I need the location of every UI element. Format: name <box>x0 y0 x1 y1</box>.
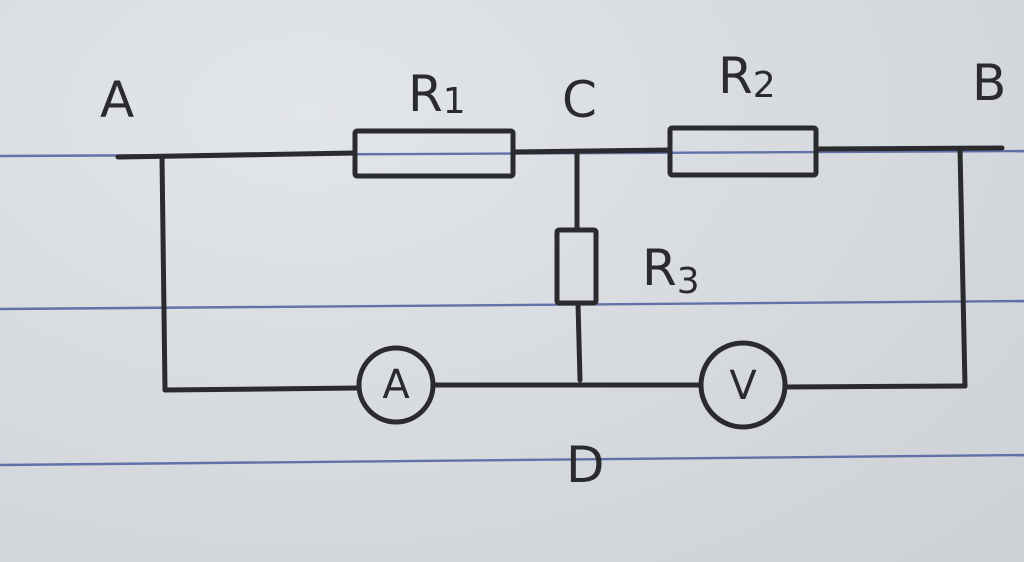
resistor-label-r3: R3 <box>642 239 700 302</box>
resistor-label-r1-letter: R <box>408 65 443 123</box>
node-label-b: B <box>972 54 1006 112</box>
resistor-r3 <box>554 227 599 306</box>
wire-bottom-right <box>782 383 968 390</box>
node-label-d: D <box>566 436 605 494</box>
resistor-label-r1-index: 1 <box>443 81 466 122</box>
ruling-line <box>0 453 1024 467</box>
wire-r2-b <box>813 145 1005 152</box>
wire-a-r1 <box>115 150 358 160</box>
node-label-c: C <box>562 71 597 129</box>
resistor-label-r2: R2 <box>718 47 776 106</box>
ammeter-letter: A <box>382 362 410 408</box>
resistor-label-r2-index: 2 <box>753 65 776 106</box>
ruling-line <box>0 299 1024 311</box>
voltmeter-letter: V <box>729 363 757 409</box>
node-label-a: A <box>100 71 134 129</box>
wire-left-vertical <box>159 154 168 393</box>
resistor-label-r2-letter: R <box>718 47 753 105</box>
wire-r3-d <box>575 300 583 383</box>
wire-bottom-left <box>162 385 362 393</box>
wire-r1-c-r2 <box>510 147 673 155</box>
wire-right-vertical <box>957 146 968 389</box>
resistor-label-r3-letter: R <box>642 239 677 297</box>
resistor-label-r3-index: 3 <box>677 261 700 302</box>
resistor-label-r1: R1 <box>408 65 466 123</box>
